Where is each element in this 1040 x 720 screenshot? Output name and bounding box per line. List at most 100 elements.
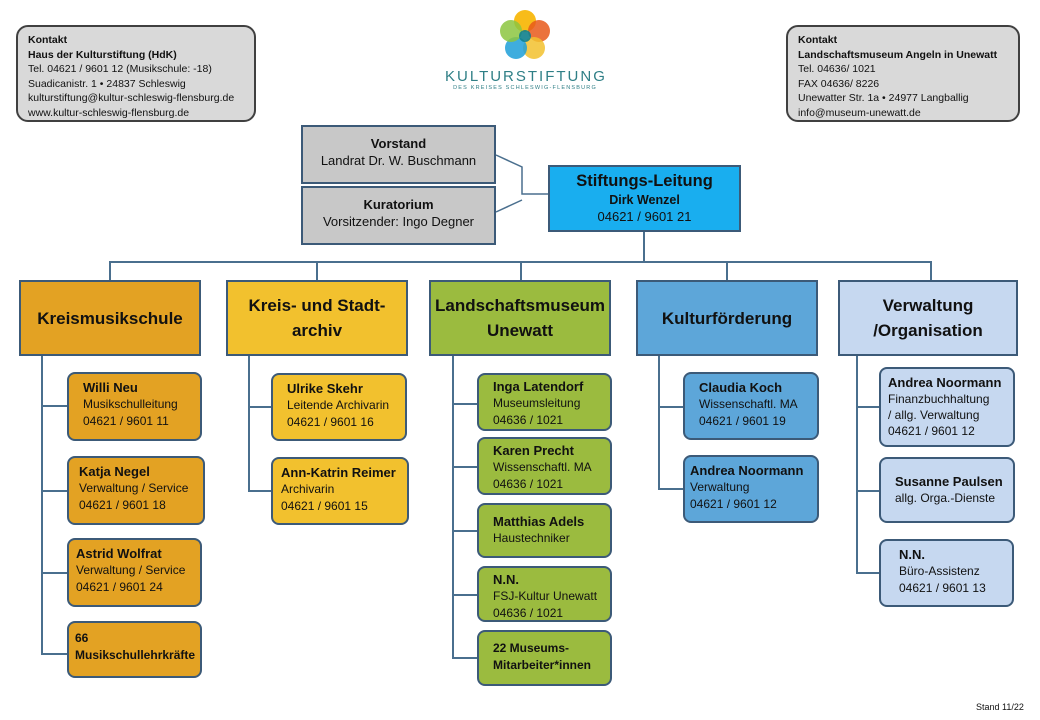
- branch-connector: [856, 572, 880, 574]
- branch-connector: [452, 594, 478, 596]
- staff-card: Andrea Noormann Verwaltung 04621 / 9601 …: [683, 455, 819, 523]
- staff-name: N.N.: [899, 547, 925, 562]
- branch-connector: [658, 406, 684, 408]
- connector-drop: [520, 261, 522, 281]
- contact-box-hdk: Kontakt Haus der Kulturstiftung (HdK) Te…: [16, 25, 256, 122]
- staff-count: 66: [75, 631, 89, 645]
- dept-kulturfoerderung: Kulturförderung: [636, 280, 818, 356]
- kulturstiftung-logo: KULTURSTIFTUNG DES KREISES SCHLESWIG-FLE…: [445, 6, 605, 106]
- staff-name: N.N.: [493, 572, 519, 587]
- stiftungs-leitung-box: Stiftungs-Leitung Dirk Wenzel 04621 / 96…: [548, 165, 741, 232]
- branch-connector: [41, 490, 68, 492]
- staff-phone: 04621 / 9601 12: [690, 497, 777, 511]
- staff-name: Ulrike Skehr: [287, 381, 363, 396]
- contact-tel: Tel. 04636/ 1021: [798, 63, 876, 75]
- staff-role: Verwaltung / Service: [79, 481, 189, 495]
- dept-label: Kulturförderung: [661, 308, 793, 328]
- logo-subtitle: DES KREISES SCHLESWIG-FLENSBURG: [453, 85, 597, 91]
- contact-title: Kontakt: [28, 34, 68, 46]
- staff-card: Karen Precht Wissenschaftl. MA 04636 / 1…: [477, 437, 612, 495]
- column-connector: [452, 356, 454, 658]
- contact-email[interactable]: info@museum-unewatt.de: [798, 106, 921, 119]
- staff-count: 22 Museums-: [493, 641, 570, 655]
- staff-phone: 04621 / 9601 13: [899, 581, 986, 595]
- staff-phone: 04636 / 1021: [493, 413, 564, 427]
- staff-role: FSJ-Kultur Unewatt: [493, 589, 598, 603]
- contact-email[interactable]: kulturstiftung@kultur-schleswig-flensbur…: [28, 92, 235, 104]
- staff-name: Astrid Wolfrat: [76, 546, 162, 561]
- branch-connector: [452, 403, 478, 405]
- dept-label: Landschaftsmuseum Unewatt: [434, 296, 606, 340]
- staff-name: Katja Negel: [79, 464, 150, 479]
- staff-name: Andrea Noormann: [690, 463, 804, 478]
- branch-connector: [856, 490, 880, 492]
- staff-phone: 04621 / 9601 24: [76, 580, 163, 594]
- staff-card: Ulrike Skehr Leitende Archivarin 04621 /…: [271, 373, 407, 441]
- staff-role: Museumsleitung: [493, 396, 581, 410]
- flower-logo-icon: [500, 10, 550, 59]
- branch-connector: [856, 406, 880, 408]
- staff-name: Inga Latendorf: [493, 379, 584, 394]
- connector-drop: [109, 261, 111, 281]
- dept-kreismusikschule: Kreismusikschule: [19, 280, 201, 356]
- staff-role: Verwaltung: [690, 480, 750, 494]
- staff-name: Andrea Noormann: [888, 375, 1002, 390]
- staff-name: Ann-Katrin Reimer: [281, 465, 396, 480]
- branch-connector: [41, 405, 68, 407]
- connector-drop: [316, 261, 318, 281]
- staff-phone: 04621 / 9601 18: [79, 498, 166, 512]
- staff-role-2: / allg. Verwaltung: [888, 408, 980, 422]
- dept-label: Verwaltung /Organisation: [873, 296, 983, 340]
- staff-phone: 04621 / 9601 19: [699, 414, 786, 428]
- staff-card: Katja Negel Verwaltung / Service 04621 /…: [67, 456, 205, 525]
- staff-phone: 04636 / 1021: [493, 477, 564, 491]
- staff-name: Claudia Koch: [699, 380, 783, 395]
- staff-phone: 04621 / 9601 15: [281, 499, 368, 513]
- staff-card: 66 Musikschullehrkräfte: [67, 621, 202, 678]
- vorstand-title: Vorstand: [370, 136, 427, 151]
- dept-archiv: Kreis- und Stadt-archiv: [226, 280, 408, 356]
- leitung-name: Dirk Wenzel: [609, 193, 680, 207]
- contact-web[interactable]: www.kultur-schleswig-flensburg.de: [28, 106, 190, 119]
- connector-drop: [930, 261, 932, 281]
- staff-phone: 04621 / 9601 12: [888, 424, 975, 438]
- vorstand-box: Vorstand Landrat Dr. W. Buschmann: [301, 125, 496, 184]
- branch-connector: [452, 657, 478, 659]
- staff-card: Matthias Adels Haustechniker: [477, 503, 612, 558]
- leitung-title: Stiftungs-Leitung: [576, 172, 713, 190]
- kuratorium-box: Kuratorium Vorsitzender: Ingo Degner: [301, 186, 496, 245]
- contact-box-museum: Kontakt Landschaftsmuseum Angeln in Unew…: [786, 25, 1020, 122]
- column-connector: [41, 356, 43, 654]
- branch-connector: [41, 572, 68, 574]
- branch-connector: [452, 466, 478, 468]
- contact-name: Landschaftsmuseum Angeln in Unewatt: [798, 48, 998, 61]
- staff-role: Büro-Assistenz: [899, 564, 980, 578]
- branch-connector: [41, 653, 68, 655]
- leitung-phone: 04621 / 9601 21: [597, 209, 692, 224]
- staff-card: Susanne Paulsen allg. Orga.-Dienste: [879, 457, 1015, 523]
- staff-card: Inga Latendorf Museumsleitung 04636 / 10…: [477, 373, 612, 431]
- logo-name: KULTURSTIFTUNG: [445, 68, 607, 85]
- staff-card: N.N. Büro-Assistenz 04621 / 9601 13: [879, 539, 1014, 607]
- staff-role: Archivarin: [281, 482, 335, 496]
- column-connector: [658, 356, 660, 490]
- staff-card: N.N. FSJ-Kultur Unewatt 04636 / 1021: [477, 566, 612, 622]
- staff-name: Willi Neu: [83, 380, 138, 395]
- staff-role: Musikschullehrkräfte: [75, 648, 196, 662]
- contact-tel: Tel. 04621 / 9601 12 (Musikschule: -18): [28, 63, 212, 75]
- contact-address: Suadicanistr. 1 • 24837 Schleswig: [28, 77, 186, 90]
- staff-role: Finanzbuchhaltung: [888, 392, 990, 406]
- branch-connector: [452, 530, 478, 532]
- dept-landschaftsmuseum: Landschaftsmuseum Unewatt: [429, 280, 611, 356]
- contact-address: Unewatter Str. 1a • 24977 Langballig: [798, 92, 969, 104]
- kuratorium-title: Kuratorium: [363, 197, 434, 212]
- contact-title: Kontakt: [798, 34, 838, 46]
- staff-name: Susanne Paulsen: [895, 474, 1003, 489]
- contact-fax: FAX 04636/ 8226: [798, 77, 880, 90]
- connector-vertical: [643, 232, 645, 262]
- contact-name: Haus der Kulturstiftung (HdK): [28, 48, 177, 61]
- staff-card: 22 Museums- Mitarbeiter*innen: [477, 630, 612, 686]
- staff-role: Wissenschaftl. MA: [493, 460, 592, 474]
- dept-label: Kreismusikschule: [37, 308, 183, 328]
- staff-role: Verwaltung / Service: [76, 563, 186, 577]
